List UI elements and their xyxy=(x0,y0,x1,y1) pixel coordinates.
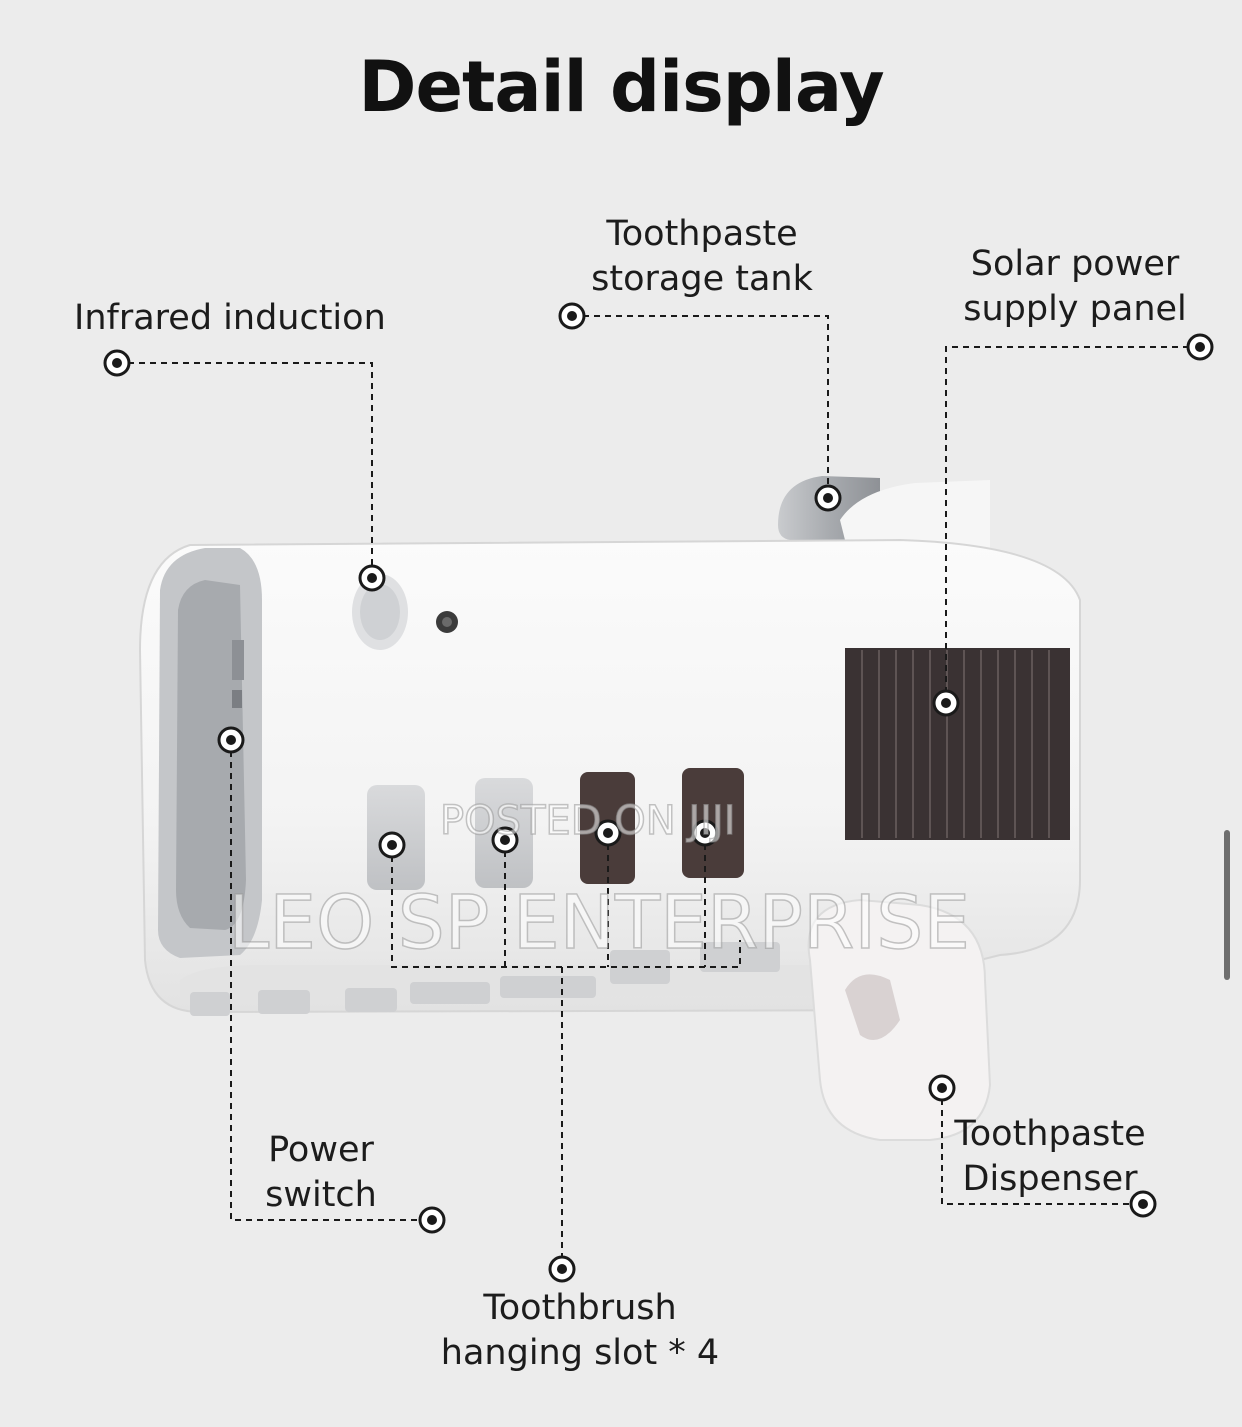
callout-target-icon xyxy=(558,302,586,330)
callout-target-icon xyxy=(932,689,960,717)
scrollbar[interactable] xyxy=(1224,830,1230,980)
watermark-enterprise: LEO SP ENTERPRISE xyxy=(227,879,970,967)
callout-target-icon xyxy=(217,726,245,754)
label-toothpaste-dispenser: Toothpaste Dispenser xyxy=(954,1114,1146,1199)
callout-target-icon xyxy=(418,1206,446,1234)
leader-lines xyxy=(117,315,1200,1269)
label-toothpaste-storage-tank: Toothpaste storage tank xyxy=(591,214,813,299)
callout-target-icon xyxy=(594,819,622,847)
callout-target-icon xyxy=(378,831,406,859)
solar-panel xyxy=(845,648,1070,840)
callout-target-icon xyxy=(928,1074,956,1102)
callout-target-icon xyxy=(548,1255,576,1283)
callout-target-icon xyxy=(814,484,842,512)
callout-target-icon xyxy=(103,349,131,377)
page-title: Detail display xyxy=(358,46,884,128)
callout-markers xyxy=(103,302,1214,1283)
infrared-sensor xyxy=(352,574,408,650)
label-power-switch: Power switch xyxy=(265,1130,377,1215)
callout-target-icon xyxy=(1186,333,1214,361)
callout-target-icon xyxy=(1129,1190,1157,1218)
hanging-hooks xyxy=(190,942,780,1016)
callout-target-icon xyxy=(358,564,386,592)
label-toothbrush-hanging-slot: Toothbrush hanging slot * 4 xyxy=(440,1288,720,1373)
watermark-posted-on: POSTED ON JIJI xyxy=(439,797,736,845)
label-solar-power-supply-panel: Solar power supply panel xyxy=(963,244,1187,329)
callout-target-icon xyxy=(491,826,519,854)
callout-target-icon xyxy=(691,819,719,847)
label-infrared-induction: Infrared induction xyxy=(74,298,386,338)
